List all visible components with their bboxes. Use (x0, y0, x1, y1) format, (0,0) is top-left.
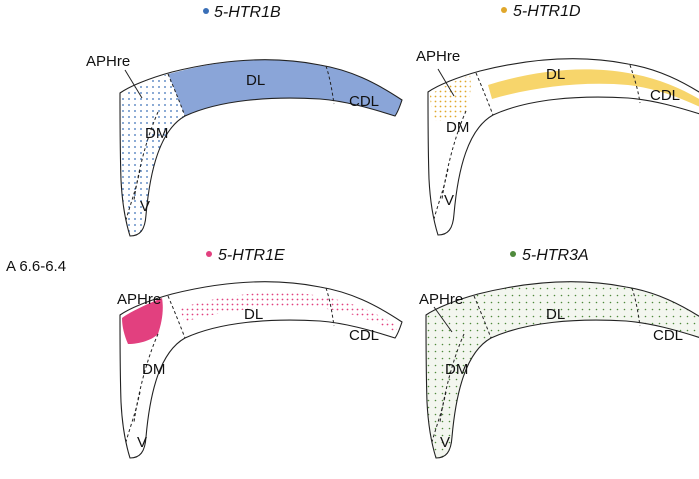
legend-dot-5-htr3a (510, 251, 516, 257)
region-label-dl: DL (246, 72, 265, 89)
legend-dot-5-htr1e (206, 251, 212, 257)
region-label-dl: DL (244, 306, 263, 323)
legend-dot-5-htr1b (203, 8, 209, 14)
region-label-dm: DM (142, 361, 165, 378)
region-label-dm: DM (445, 361, 468, 378)
region-label-v: V (440, 434, 450, 451)
gene-title-5-htr1e: 5-HTR1E (218, 247, 285, 264)
region-label-v: V (137, 434, 147, 451)
region-label-dm: DM (446, 119, 469, 136)
gene-title-5-htr3a: 5-HTR3A (522, 247, 589, 264)
gene-title-5-htr1b: 5-HTR1B (214, 4, 281, 21)
region-label-aphre: APHre (86, 53, 130, 70)
legend-dot-5-htr1d (501, 7, 507, 13)
region-label-cdl: CDL (349, 327, 379, 344)
gene-title-5-htr1d: 5-HTR1D (513, 3, 581, 20)
region-label-dm: DM (145, 125, 168, 142)
panel-5-htr1d: 5-HTR1D APHre DL CDL DM V (416, 3, 699, 236)
region-label-cdl: CDL (650, 87, 680, 104)
region-label-aphre: APHre (117, 291, 161, 308)
region-label-v: V (444, 192, 454, 209)
region-label-cdl: CDL (653, 327, 683, 344)
region-label-aphre: APHre (419, 291, 463, 308)
panel-5-htr1e: 5-HTR1E APHre DL CDL DM V (117, 247, 403, 459)
panel-5-htr1b: 5-HTR1B APHre DL CDL DM V (86, 4, 403, 237)
region-label-cdl: CDL (349, 93, 379, 110)
panel-5-htr3a: 5-HTR3A APHre DL CDL DM V (419, 247, 699, 459)
region-label-aphre: APHre (416, 48, 460, 65)
region-label-dl: DL (546, 306, 565, 323)
region-label-v: V (140, 198, 150, 215)
region-label-dl: DL (546, 66, 565, 83)
section-level-label: A 6.6-6.4 (6, 258, 66, 275)
